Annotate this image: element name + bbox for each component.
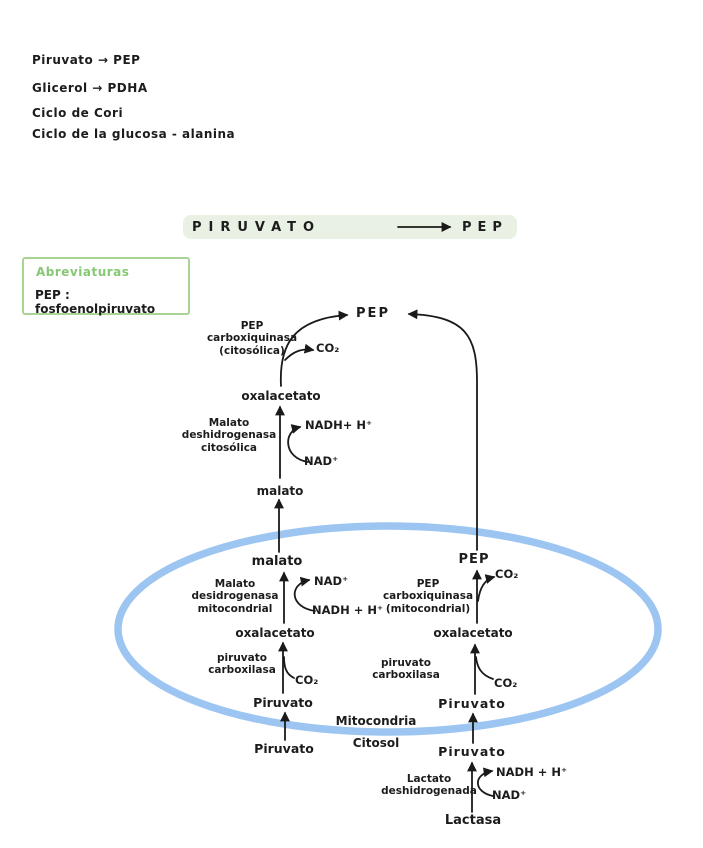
metabolite-piruvato-cytosol-left: Piruvato [254,741,314,756]
nad-cytosol: NAD⁺ [304,454,339,468]
metabolite-lactasa: Lactasa [444,813,502,828]
metabolite-malato-cytosol: malato [256,484,304,498]
mitochondria-membrane-ellipse [114,522,662,736]
note-glicerol-pdha: Glicerol → PDHA [32,81,148,95]
metabolite-piruvato-mito-right: Piruvato [438,696,506,711]
nad-ldh: NAD⁺ [492,788,527,802]
page-title-piruvato: PIRUVATO [192,220,322,235]
enzyme-piruvato-carboxilasa-left: piruvato carboxilasa [208,652,276,677]
arrow-co2-out-mito [477,574,496,602]
enzyme-lactato-deshidrogenada: Lactato deshidrogenada [381,773,477,798]
arrow-co2-out-cytosol [284,343,315,361]
note-ciclo-de-cori: Ciclo de Cori [32,106,124,120]
enzyme-pep-carboxiquinasa-mitocondrial: PEP carboxiquinasa (mitocondrial) [382,578,474,615]
metabolite-pep-mito: PEP [458,552,490,567]
label-mitocondria: Mitocondria [335,714,417,728]
enzyme-malato-desidrogenasa-mitocondrial: Malato desidrogenasa mitocondrial [191,578,279,615]
co2-pepck-mito: CO₂ [495,567,519,581]
label-citosol: Citosol [352,736,400,750]
nadh-mito: NADH + H⁺ [312,603,384,617]
abbreviations-box: Abreviaturas PEP : fosfoenolpiruvato [22,257,190,316]
co2-in-right [475,656,494,680]
metabolite-piruvato-cytosol-right: Piruvato [438,744,506,759]
page-title-pep: PEP [462,220,508,235]
nadh-ldh: NADH + H⁺ [496,765,568,779]
co2-in-left [283,656,295,679]
metabolite-oxalacetato-mito-right: oxalacetato [433,626,513,640]
abbreviation-pep: PEP : fosfoenolpiruvato [35,288,156,316]
enzyme-piruvato-carboxilasa-right: piruvato carboxilasa [372,657,440,682]
metabolite-piruvato-mito-left: Piruvato [253,695,313,710]
enzyme-pep-carboxiquinasa-citosolica: PEP carboxiquinasa (citosólica) [206,320,298,357]
metabolite-oxalacetato-mito-left: oxalacetato [235,626,315,640]
nadh-cytosol: NADH+ H⁺ [305,418,373,432]
nad-mito: NAD⁺ [314,574,349,588]
co2-carboxilasa-left: CO₂ [295,673,319,687]
note-piruvato-pep: Piruvato → PEP [32,53,141,67]
title-highlight-band [183,215,517,239]
cofactor-loop-nad-cytosol [287,424,309,463]
arrow-oxalacetato-to-pep-cytosol [279,310,349,387]
co2-cytosol: CO₂ [316,341,340,355]
metabolite-oxalacetato-cytosol: oxalacetato [241,389,321,403]
metabolite-pep-cytosol: PEP [356,306,390,321]
arrow-pep-export-to-cytosol [407,309,478,551]
cofactor-loop-nadh-mito [293,576,316,612]
co2-carboxilasa-right: CO₂ [494,676,518,690]
note-ciclo-glucosa-alanina: Ciclo de la glucosa - alanina [32,127,236,141]
abbreviations-heading: Abreviaturas [36,265,130,279]
metabolite-malato-mito: malato [251,554,303,569]
cofactor-loop-ldh [476,767,494,797]
enzyme-malato-deshidrogenasa-citosolica: Malato deshidrogenasa citosólica [181,417,277,454]
